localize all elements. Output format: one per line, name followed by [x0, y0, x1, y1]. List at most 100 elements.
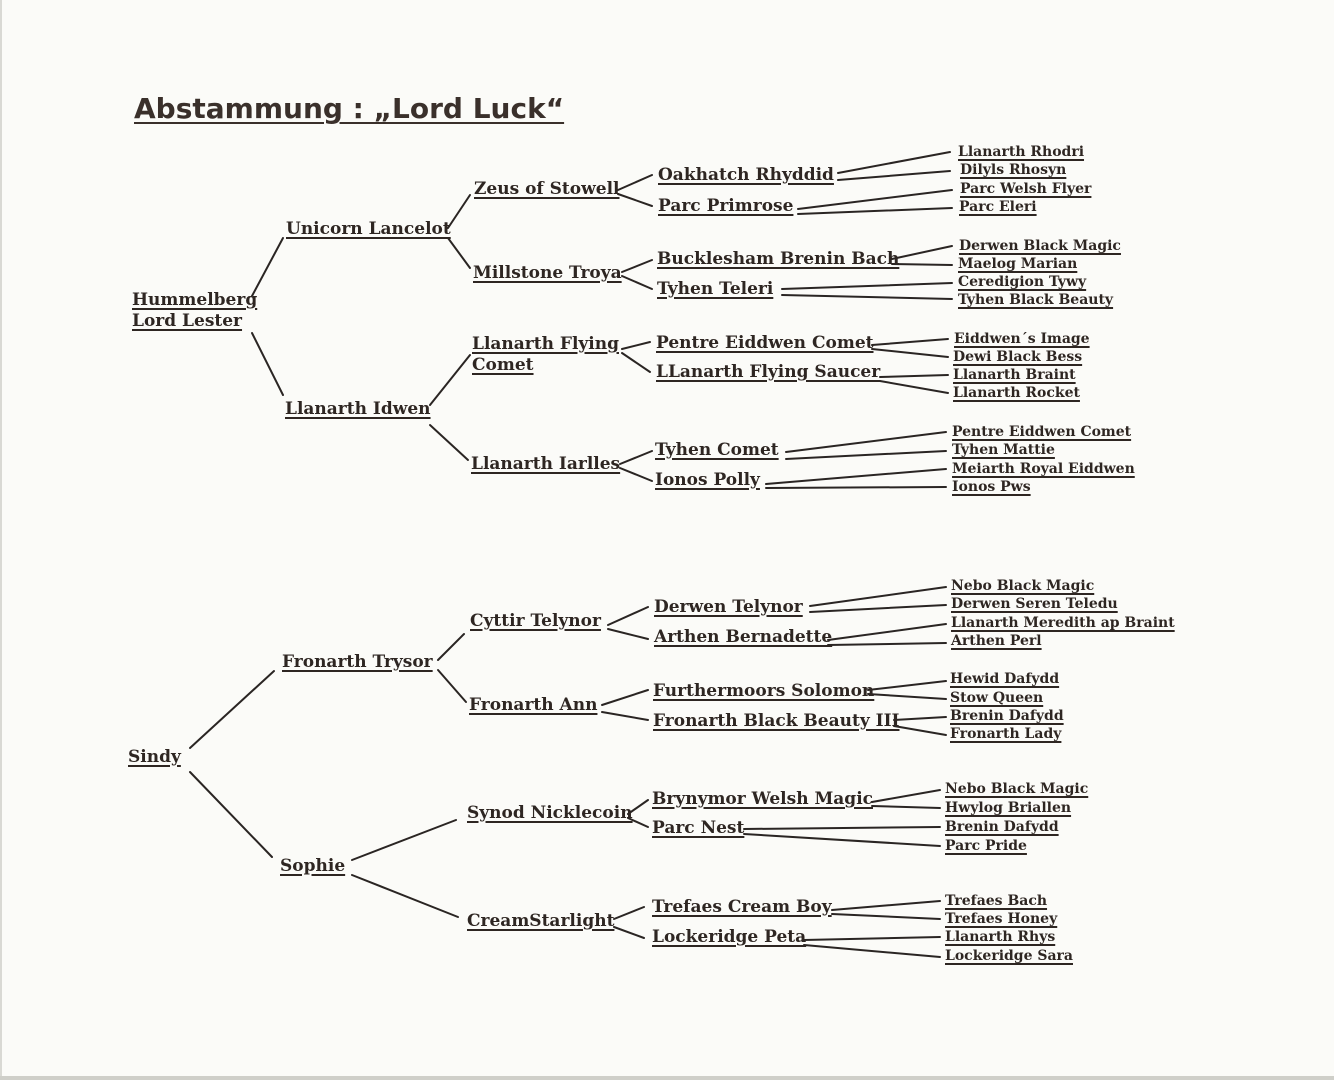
connector-line: [627, 817, 649, 828]
g4-28: Parc Pride: [945, 838, 1027, 854]
connector-line: [251, 237, 284, 297]
ds-dam-name: Fronarth Ann: [469, 695, 598, 715]
connector-line: [871, 338, 949, 346]
sire-name-line2: Lord Lester: [132, 311, 243, 332]
g4-20: Arthen Perl: [951, 633, 1042, 649]
connector-line: [613, 906, 645, 920]
connector-line: [617, 174, 653, 191]
dds-dam-name: Parc Nest: [652, 818, 745, 838]
connector-line: [803, 944, 941, 958]
sire-name: Hummelberg Lord Lester: [132, 290, 257, 333]
sss-dam-name: Parc Primrose: [658, 196, 794, 216]
ss-sire-name: Zeus of Stowell: [474, 179, 620, 199]
connector-line: [251, 332, 284, 396]
connector-line: [617, 193, 653, 207]
dam-sire-name: Fronarth Trysor: [282, 652, 433, 672]
connector-line: [607, 628, 649, 640]
dsd-sire-name: Furthermoors Solomon: [653, 681, 875, 701]
g4-17: Nebo Black Magic: [951, 578, 1095, 594]
connector-line: [867, 693, 947, 700]
g4-18: Derwen Seren Teledu: [951, 596, 1118, 612]
connector-line: [765, 468, 947, 485]
connector-line: [621, 259, 653, 273]
ssd-dam-name: Tyhen Teleri: [657, 279, 774, 299]
connector-line: [871, 789, 941, 803]
connector-line: [627, 799, 649, 815]
g4-10: Dewi Black Bess: [953, 349, 1083, 365]
g4-23: Brenin Dafydd: [950, 708, 1064, 724]
g4-29: Trefaes Bach: [945, 893, 1048, 909]
dam-dam-name: Sophie: [280, 856, 346, 876]
sds-dam-name: LLanarth Flying Saucer: [656, 362, 881, 382]
connector-line: [827, 623, 947, 641]
connector-line: [803, 936, 941, 941]
connector-line: [871, 348, 949, 358]
g4-21: Hewid Dafydd: [950, 671, 1060, 687]
connector-line: [871, 805, 941, 809]
connector-line: [893, 725, 947, 736]
g4-19: Llanarth Meredith ap Braint: [951, 615, 1175, 631]
g4-15: Meiarth Royal Eiddwen: [952, 461, 1135, 477]
connector-line: [837, 151, 951, 174]
g4-2: Dilyls Rhosyn: [960, 162, 1067, 178]
connector-line: [613, 926, 645, 939]
dd-dam-name: CreamStarlight: [467, 911, 615, 931]
connector-line: [447, 237, 471, 269]
g4-25: Nebo Black Magic: [945, 781, 1089, 797]
g4-9: Eiddwen´s Image: [954, 331, 1090, 347]
connector-line: [189, 771, 273, 858]
connector-line: [781, 282, 953, 290]
connector-line: [891, 263, 953, 266]
sire-dam-name: Llanarth Idwen: [285, 399, 431, 419]
g4-4: Parc Eleri: [959, 199, 1037, 215]
connector-line: [827, 642, 947, 646]
pedigree-title: Abstammung : „Lord Luck“: [134, 92, 565, 125]
paper-left-edge: [0, 0, 2, 1080]
g4-27: Brenin Dafydd: [945, 819, 1059, 835]
connector-line: [831, 913, 941, 920]
connector-line: [879, 374, 949, 378]
connector-line: [797, 189, 953, 210]
g4-32: Lockeridge Sara: [945, 948, 1073, 964]
connector-line: [429, 424, 469, 461]
connector-line: [621, 341, 651, 350]
connector-line: [607, 606, 649, 626]
connector-line: [189, 670, 275, 749]
connector-line: [437, 633, 465, 661]
sd-sire-name-line2: Comet: [472, 355, 534, 376]
g4-22: Stow Queen: [950, 690, 1044, 706]
connector-line: [351, 874, 459, 918]
g4-8: Tyhen Black Beauty: [958, 292, 1114, 308]
sire-sire-name: Unicorn Lancelot: [286, 219, 451, 239]
ssd-sire-name: Bucklesham Brenin Bach: [657, 249, 900, 269]
g4-6: Maelog Marian: [958, 256, 1078, 272]
sss-sire-name: Oakhatch Rhyddid: [658, 165, 834, 185]
ddd-dam-name: Lockeridge Peta: [652, 927, 807, 947]
connector-line: [809, 586, 947, 607]
connector-line: [837, 170, 951, 181]
connector-line: [601, 689, 649, 706]
dsd-dam-name: Fronarth Black Beauty III: [653, 711, 900, 731]
g4-3: Parc Welsh Flyer: [960, 181, 1092, 197]
g4-16: Ionos Pws: [952, 479, 1031, 495]
dss-sire-name: Derwen Telynor: [654, 597, 803, 617]
sd-sire-name: Llanarth Flying Comet: [472, 334, 619, 377]
connector-line: [785, 431, 947, 453]
g4-30: Trefaes Honey: [945, 911, 1058, 927]
g4-13: Pentre Eiddwen Comet: [952, 424, 1132, 440]
sd-dam-name: Llanarth Iarlles: [471, 454, 621, 474]
paper-bottom-edge: [0, 1076, 1334, 1080]
dss-dam-name: Arthen Bernadette: [654, 627, 833, 647]
g4-7: Ceredigion Tywy: [958, 274, 1087, 290]
connector-line: [765, 486, 947, 489]
sdd-dam-name: Ionos Polly: [655, 470, 760, 490]
ss-dam-name: Millstone Troya: [473, 263, 622, 283]
connector-line: [831, 900, 941, 911]
connector-line: [743, 833, 941, 847]
connector-line: [447, 194, 471, 229]
ddd-sire-name: Trefaes Cream Boy: [652, 897, 832, 917]
sire-name-line1: Hummelberg: [132, 290, 258, 310]
connector-line: [867, 680, 947, 691]
connector-line: [879, 380, 949, 394]
